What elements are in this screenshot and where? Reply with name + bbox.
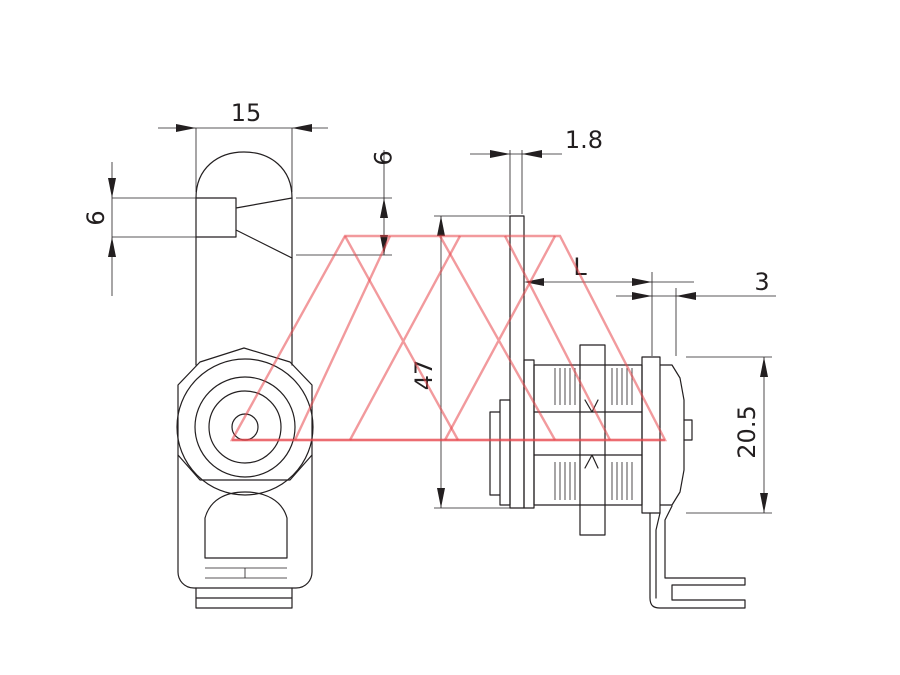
key-pin [683,419,693,441]
front-dimensions: 15 6 9 [82,99,396,296]
outer-ring [176,358,314,496]
rear-spindle [489,399,511,506]
dim-cam-width: 15 [231,99,262,127]
side-view [489,215,746,609]
cam-bracket [649,505,746,609]
side-dimensions: 1.8 47 L 3 20.5 [410,126,776,514]
dim-overall-height: 47 [410,360,438,391]
dim-slot-gap: 9 [368,150,396,165]
xx-logo-watermark-icon [229,234,667,442]
side-nut [523,359,535,509]
collar-left [579,344,606,536]
hex-nut [177,347,313,481]
lock-body-lower [177,454,313,589]
dim-plate-thickness: 1.8 [565,126,603,154]
cam-slot [195,197,293,259]
core-ring [208,390,282,464]
center-slot [533,399,643,469]
cam-arm-outline [195,151,293,366]
dim-flange-offset: 3 [754,268,769,296]
base-plate [195,587,293,609]
thread-lines [554,368,633,500]
front-view [176,151,314,609]
dim-body-diameter: 20.5 [733,405,761,458]
dim-body-length: L [573,253,587,281]
tail-lines [205,567,287,579]
dim-cam-thickness: 6 [82,210,110,225]
middle-ring [194,376,296,478]
barrel-body [533,364,643,506]
tail-block [204,491,288,559]
